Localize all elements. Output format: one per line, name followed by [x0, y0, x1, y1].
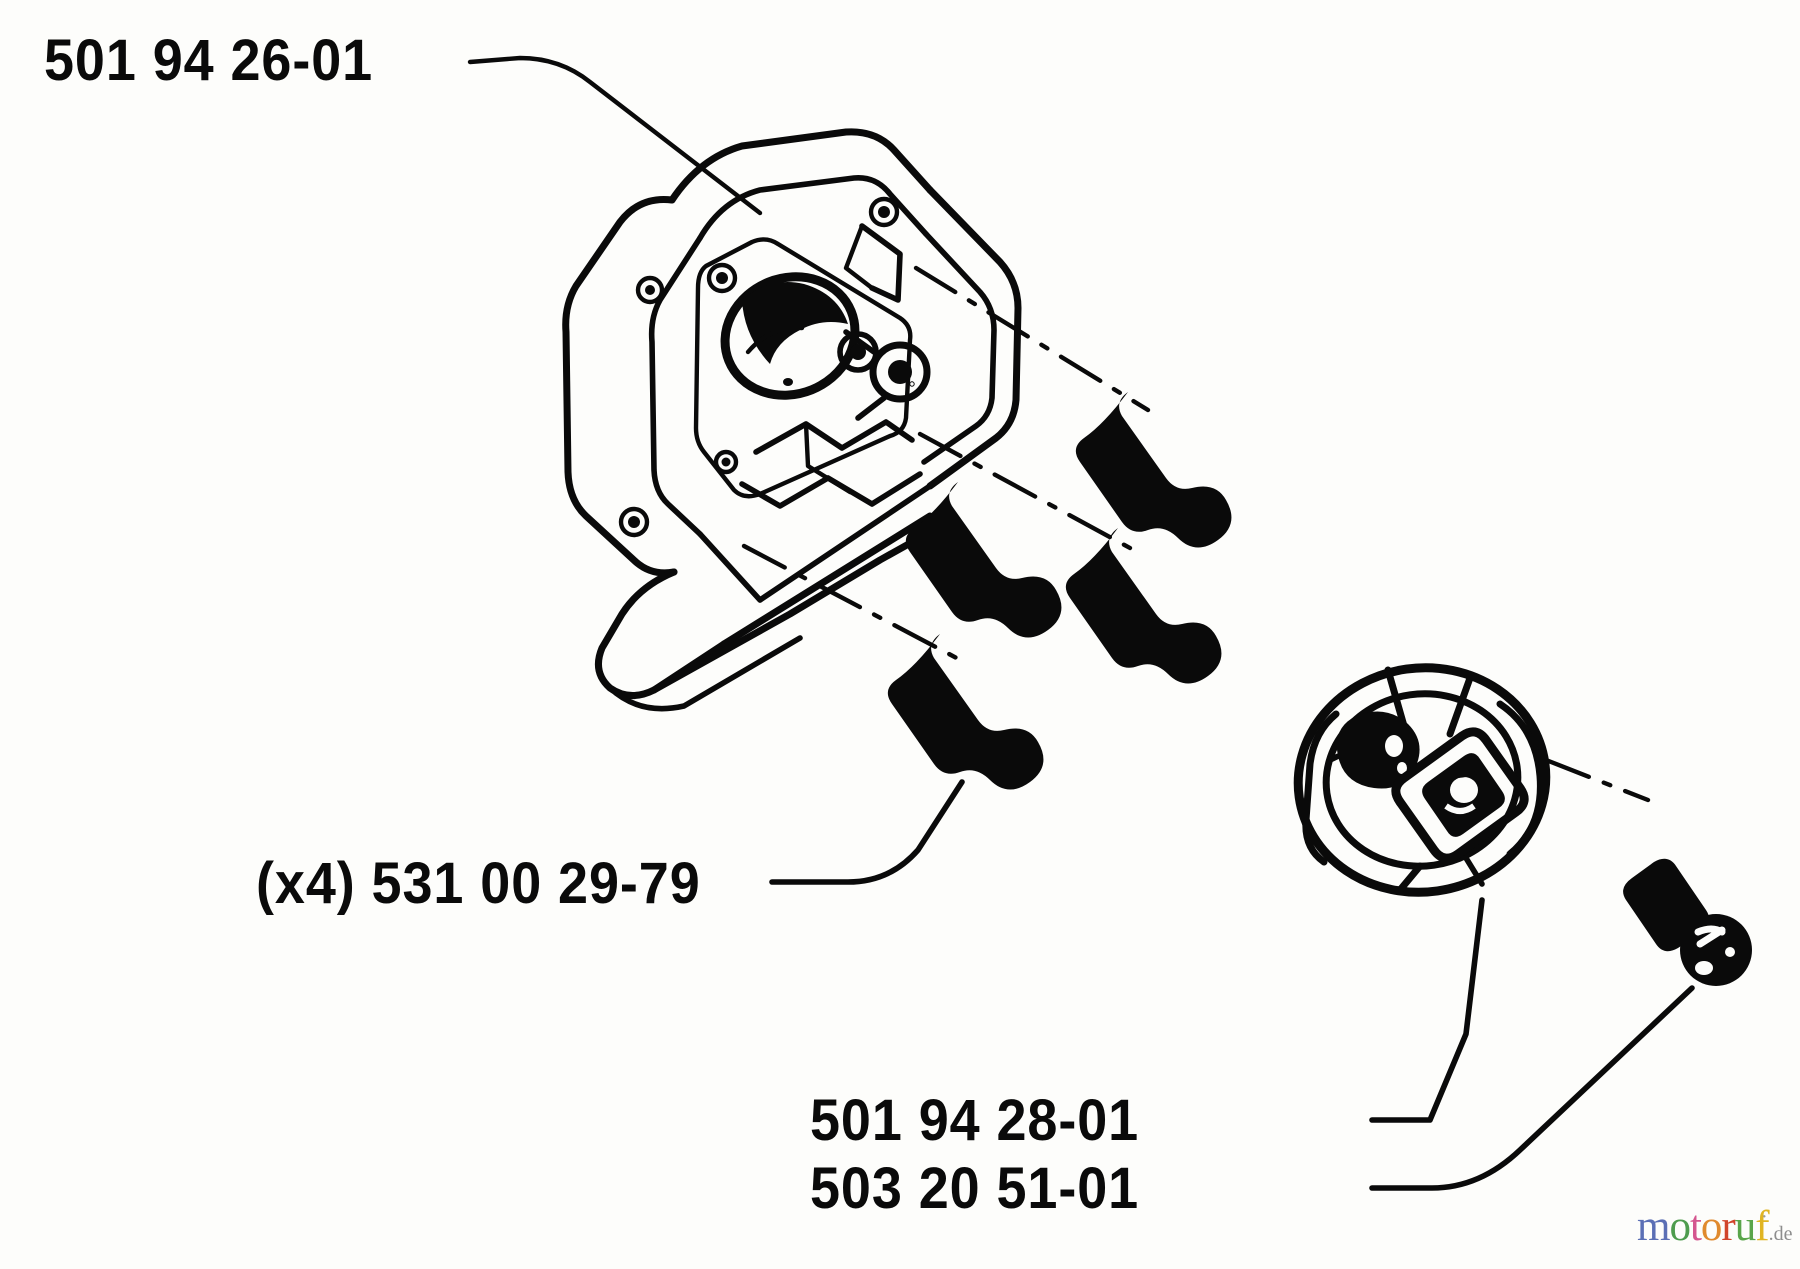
watermark-letter: t [1689, 1203, 1702, 1250]
mounting-screw-1 [1075, 392, 1232, 548]
leader-line-screws [769, 779, 965, 885]
centerline-screw-3 [741, 543, 971, 667]
watermark-letter: u [1734, 1203, 1756, 1250]
screw-boss-bottom-mid [713, 449, 739, 475]
leader-line-washer [1369, 985, 1695, 1191]
clutch-hub-spline [1422, 753, 1505, 837]
watermark-letter: o [1669, 1203, 1690, 1250]
watermark-tld: .de [1768, 1223, 1793, 1245]
secondary-boss [837, 331, 879, 373]
cylinder-bore [720, 272, 860, 400]
centerline-clutch-screw [1543, 757, 1651, 803]
centerline-screw-1 [913, 265, 1151, 413]
watermark-letter: o [1700, 1203, 1722, 1250]
leader-line-housing [467, 55, 763, 216]
mounting-screw-4 [887, 634, 1044, 790]
part-label-screws: (x4) 531 00 29-79 [256, 851, 701, 916]
centerline-screw-2 [917, 431, 1133, 551]
mounting-screw-3 [1065, 528, 1222, 684]
screw-boss-bottom-left [618, 506, 650, 538]
part-label-housing: 501 94 26-01 [44, 28, 374, 93]
part-label-clutch: 501 94 28-01 [810, 1088, 1140, 1153]
centerline-group [741, 265, 1651, 803]
watermark-letters: motoruf [1637, 1203, 1770, 1250]
clutch-assembly [1293, 663, 1551, 897]
screw-boss-upper-left [706, 262, 738, 294]
crankcase-housing [562, 128, 1022, 712]
watermark-letter: m [1637, 1203, 1670, 1250]
watermark-dot: · [1761, 1206, 1768, 1228]
watermark-letter: f [1755, 1203, 1769, 1250]
screw-boss-upper-right [868, 196, 900, 228]
leader-line-clutch [1369, 897, 1485, 1123]
watermark-letter: r [1721, 1203, 1735, 1250]
mounting-screw-2 [905, 482, 1062, 638]
screw-boss-lower-right [909, 381, 915, 387]
part-label-washer: 503 20 51-01 [810, 1156, 1140, 1221]
motoruf-watermark: motoruf.de · [1637, 1205, 1792, 1248]
clutch-screw [1623, 858, 1752, 986]
screw-boss-lower-left [635, 275, 665, 305]
